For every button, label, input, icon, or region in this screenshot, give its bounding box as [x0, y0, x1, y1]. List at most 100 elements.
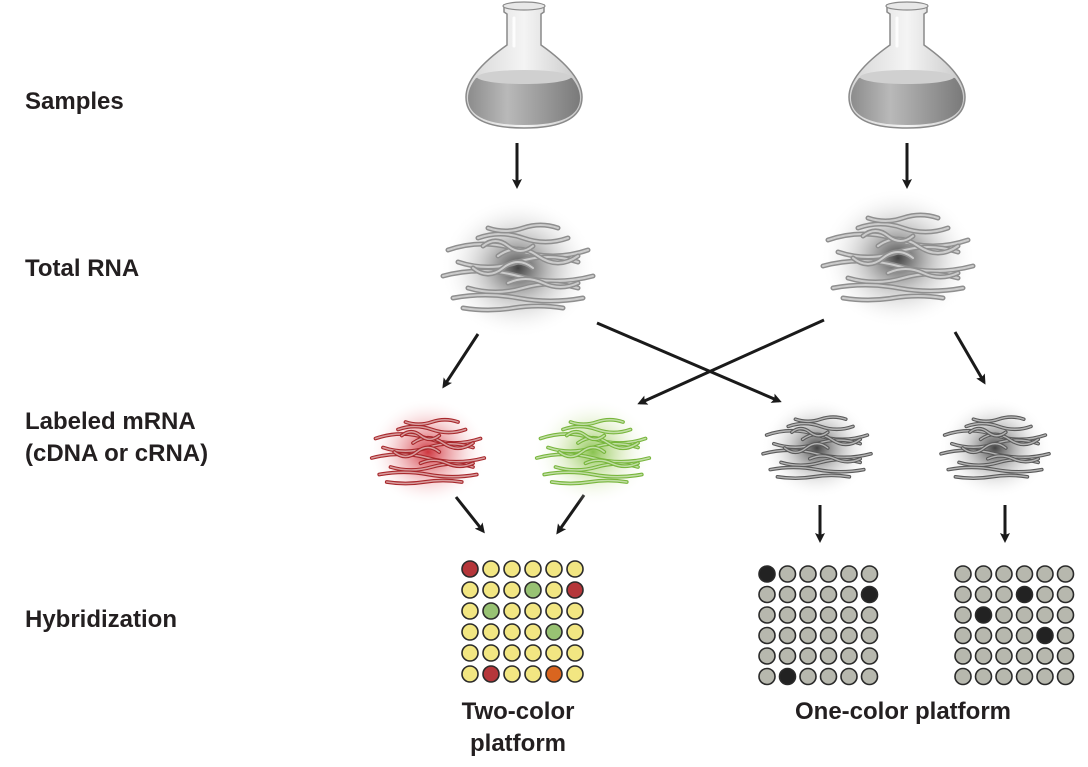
array-spot: [1015, 585, 1034, 604]
array-spot: [524, 560, 542, 578]
arrow-icon: [953, 331, 986, 385]
array-spot: [758, 667, 776, 686]
array-spot: [503, 623, 521, 641]
array-spot: [461, 623, 479, 641]
array-spot: [840, 565, 858, 583]
arrow-icon: [637, 318, 825, 405]
array-spot: [974, 606, 993, 624]
arrow-icon: [596, 321, 782, 403]
array-spot: [860, 626, 879, 645]
array-spot: [840, 585, 858, 604]
array-spot: [566, 581, 584, 599]
flow-arrows: [442, 143, 1010, 543]
array-spot: [840, 606, 858, 624]
array-spot: [954, 626, 972, 645]
array-spot: [974, 585, 993, 604]
rna-strands-icon: [440, 197, 596, 339]
two-color-platform-label: Two-color: [461, 698, 575, 725]
array-spot: [1015, 606, 1034, 624]
array-spot: [954, 606, 972, 624]
array-spot: [1036, 565, 1054, 583]
array-spot: [778, 647, 797, 665]
array-spot: [995, 606, 1013, 624]
array-spot: [545, 602, 563, 620]
array-spot: [1056, 626, 1075, 645]
row-label-labeled-mrna-sub: (cDNA or cRNA): [25, 440, 209, 467]
array-spot: [1036, 606, 1054, 624]
array-spot: [461, 581, 479, 599]
array-spot: [860, 606, 879, 624]
rna-strands-icon: [820, 187, 976, 329]
array-spot: [974, 667, 993, 686]
array-spot: [545, 665, 563, 683]
arrow-icon: [442, 333, 480, 389]
array-spot: [482, 644, 500, 662]
one-color-platform-label: One-color platform: [794, 698, 1011, 725]
rna-strands-icon: [939, 397, 1051, 499]
array-spot: [758, 647, 776, 665]
array-spot: [819, 606, 838, 624]
array-spot: [545, 560, 563, 578]
array-spot: [1056, 565, 1075, 583]
array-spot: [995, 647, 1013, 665]
array-spot: [503, 602, 521, 620]
array-spot: [461, 560, 479, 578]
array-spot: [461, 644, 479, 662]
rna-layer: [368, 187, 1051, 506]
array-spot: [1056, 585, 1075, 604]
array-spot: [1015, 626, 1034, 645]
array-spot: [524, 665, 542, 683]
array-spot: [819, 585, 838, 604]
rna-strands-icon: [761, 397, 873, 499]
array-spot: [799, 667, 817, 686]
array-spot: [954, 565, 972, 583]
array-spot: [566, 623, 584, 641]
rna-strands-icon: [368, 398, 488, 506]
array-spot: [758, 565, 776, 583]
array-spot: [482, 581, 500, 599]
array-spot: [974, 647, 993, 665]
array-spot: [524, 623, 542, 641]
array-spot: [974, 626, 993, 645]
array-spot: [545, 644, 563, 662]
arrow-icon: [454, 496, 485, 534]
array-spot: [545, 581, 563, 599]
array-spot: [1036, 585, 1054, 604]
array-spot: [503, 581, 521, 599]
array-spot: [1036, 626, 1054, 645]
microarray-grid-icon: [758, 565, 879, 686]
array-spot: [778, 667, 797, 686]
array-spot: [1015, 565, 1034, 583]
array-spot: [974, 565, 993, 583]
array-spot: [1056, 606, 1075, 624]
microarray-grid-icon: [461, 560, 584, 683]
array-spot: [995, 667, 1013, 686]
array-spot: [461, 602, 479, 620]
array-spot: [840, 647, 858, 665]
rna-strands-icon: [533, 398, 653, 506]
array-spot: [566, 602, 584, 620]
array-spot: [1015, 667, 1034, 686]
array-spot: [524, 602, 542, 620]
grid-layer: [461, 560, 1075, 686]
row-label-labeled-mrna: Labeled mRNA: [25, 408, 196, 435]
flask-icon: [465, 1, 583, 129]
array-spot: [860, 565, 879, 583]
array-spot: [1015, 647, 1034, 665]
array-spot: [482, 560, 500, 578]
array-spot: [860, 647, 879, 665]
array-spot: [758, 626, 776, 645]
array-spot: [995, 626, 1013, 645]
array-spot: [819, 647, 838, 665]
array-spot: [799, 626, 817, 645]
array-spot: [840, 626, 858, 645]
array-spot: [524, 581, 542, 599]
flask-icon: [848, 1, 966, 129]
array-spot: [819, 565, 838, 583]
row-label-hybridization: Hybridization: [25, 606, 178, 633]
array-spot: [840, 667, 858, 686]
array-spot: [503, 560, 521, 578]
array-spot: [758, 606, 776, 624]
array-spot: [1036, 667, 1054, 686]
